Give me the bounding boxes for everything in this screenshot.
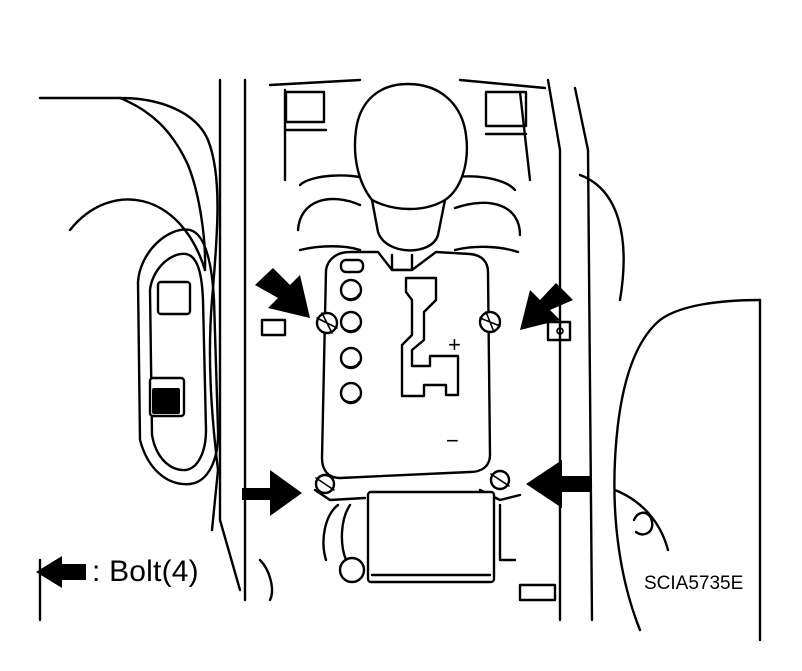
right-seat — [578, 173, 762, 642]
bolt-pointer-arrow-icon — [242, 470, 302, 516]
bolt-top-right — [478, 310, 502, 334]
bracket-assembly — [313, 488, 522, 584]
bolt-bottom-left — [314, 473, 336, 495]
bolt-top-left — [315, 311, 339, 335]
shift-cover: + − — [320, 250, 492, 480]
plus-label: + — [448, 332, 461, 357]
bolts — [314, 310, 511, 495]
bolt-pointer-arrow-icon — [255, 268, 310, 318]
figure-code: SCIA5735E — [644, 573, 744, 594]
bolt-bottom-right — [489, 469, 511, 491]
bolt-pointer-arrow-icon — [526, 460, 590, 508]
bolt-pointer-arrow-icon — [520, 283, 573, 330]
legend-label: : Bolt(4) — [92, 555, 199, 588]
bolt-pointer-arrows — [242, 268, 590, 516]
left-seat — [38, 96, 220, 622]
seat-switch-panel — [136, 228, 220, 486]
minus-label: − — [446, 428, 459, 453]
shift-lever — [353, 82, 469, 272]
left-arrow-icon — [36, 556, 86, 588]
